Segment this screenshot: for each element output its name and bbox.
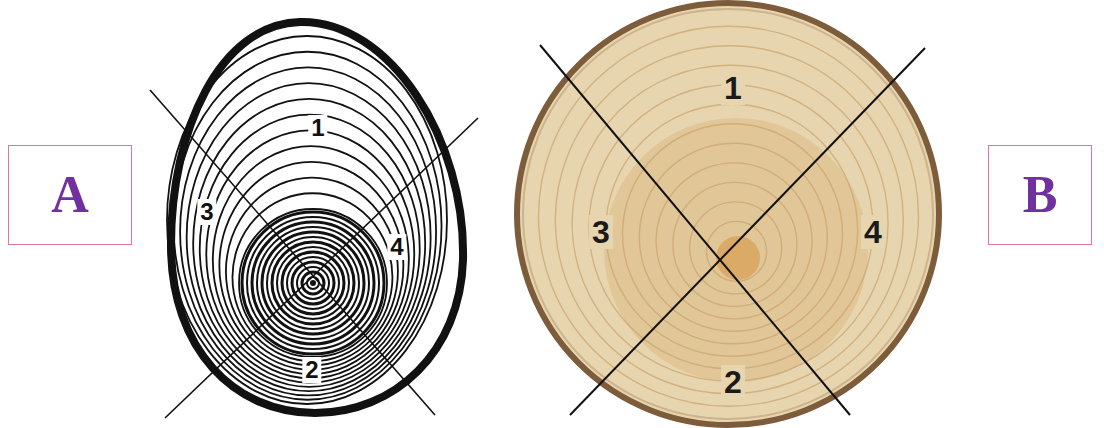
growth-ring: [639, 143, 827, 331]
core-ring: [277, 247, 349, 319]
wood-disk-section: [517, 3, 939, 425]
cut-line: [165, 118, 478, 418]
core-ring: [307, 277, 319, 289]
heartwood: [604, 118, 868, 382]
panel-letter: B: [1023, 169, 1058, 221]
callout-number: 1: [308, 115, 327, 141]
pith: [310, 280, 316, 286]
cut-line: [540, 45, 850, 415]
growth-ring: [539, 26, 919, 406]
letter-box: B: [988, 145, 1092, 245]
core-ring: [282, 252, 344, 314]
callout-number: 3: [589, 215, 613, 249]
growth-ring: [193, 99, 425, 387]
callout-number: 1: [721, 71, 745, 105]
growth-ring: [167, 36, 447, 404]
core-ring: [287, 257, 339, 309]
wood-disk: [517, 3, 939, 425]
callout-number: 2: [721, 365, 745, 399]
core-ring: [262, 232, 364, 334]
core-ring: [267, 237, 359, 329]
eccentric-log-section: [150, 22, 478, 418]
growth-ring: [606, 104, 858, 356]
growth-rings: [539, 26, 919, 406]
cut-line: [570, 48, 925, 415]
growth-ring: [623, 124, 843, 344]
cut-line: [150, 90, 435, 415]
growth-ring: [589, 85, 873, 369]
callout-number: 4: [861, 215, 885, 249]
callout-number: 3: [197, 199, 216, 225]
growth-ring: [555, 46, 903, 394]
callout-number: 4: [387, 234, 406, 260]
growth-ring: [572, 65, 888, 381]
growth-ring: [213, 146, 409, 374]
core-ring: [272, 242, 354, 324]
sapwood-edge: [523, 9, 933, 419]
core-ring: [292, 262, 334, 304]
growth-ring: [187, 83, 431, 391]
callout-number: 2: [302, 357, 321, 383]
letter-box: A: [8, 145, 132, 245]
growth-ring: [174, 52, 442, 400]
growth-ring: [200, 115, 420, 383]
growth-ring: [206, 130, 414, 378]
panel-letter: A: [51, 169, 89, 221]
core-ring: [257, 227, 369, 339]
growth-ring: [707, 221, 767, 281]
core-ring: [297, 267, 329, 299]
growth-rings: [167, 36, 447, 404]
growth-ring: [656, 163, 812, 319]
growth-ring: [180, 67, 436, 395]
